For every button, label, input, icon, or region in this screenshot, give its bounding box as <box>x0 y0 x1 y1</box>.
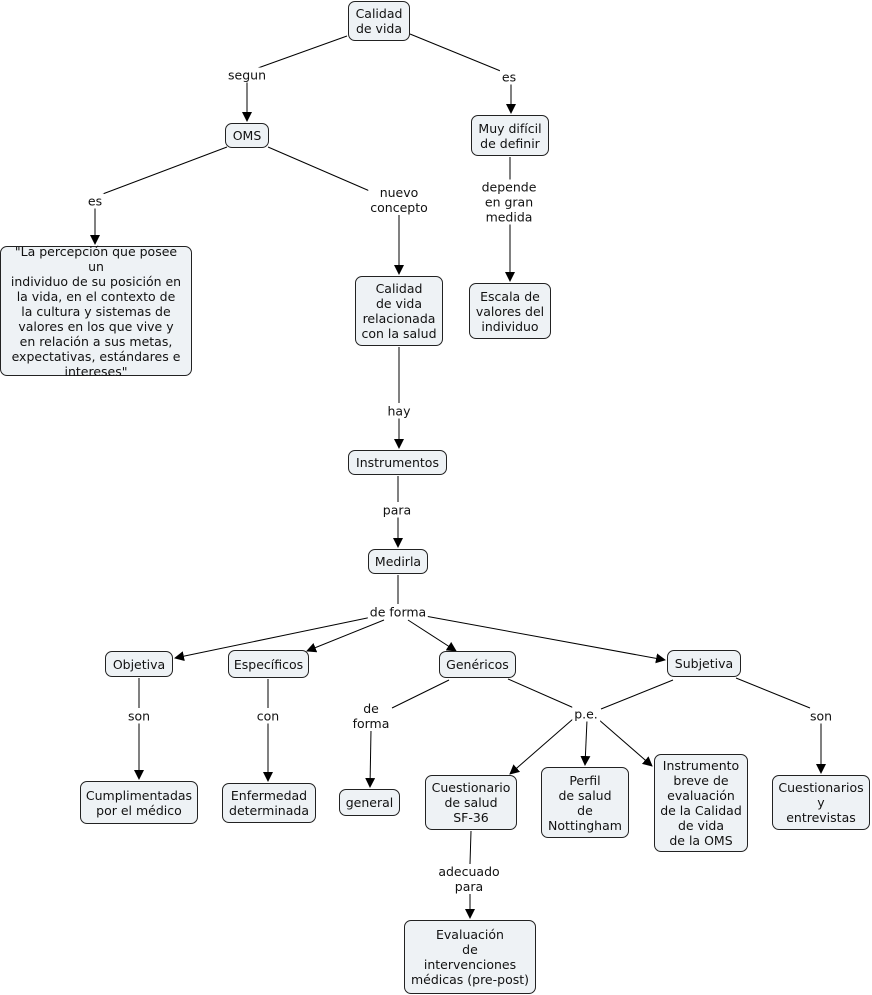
node-cuestionarios: Cuestionarios y entrevistas <box>772 775 870 830</box>
link-label-es-top: es <box>499 69 519 85</box>
node-calidad-salud: Calidad de vida relacionada con la salud <box>355 276 443 346</box>
node-genericos: Genéricos <box>439 651 516 678</box>
node-nottingham: Perfil de salud de Nottingham <box>541 767 629 838</box>
node-sf36: Cuestionario de salud SF-36 <box>425 775 517 830</box>
node-calidad-de-vida: Calidad de vida <box>348 1 410 41</box>
link-label-depende: depende en gran medida <box>479 179 539 225</box>
link-label-de-forma: de forma <box>367 604 429 620</box>
link-label-son-subjetiva: son <box>807 708 835 724</box>
node-muy-dificil: Muy difícil de definir <box>471 115 549 156</box>
connector-line <box>365 729 376 788</box>
link-label-pe: p.e. <box>572 706 600 722</box>
connector-line <box>507 678 575 709</box>
node-oms: OMS <box>225 123 269 148</box>
connector-line <box>306 619 385 653</box>
node-escala-valores: Escala de valores del individuo <box>469 283 551 339</box>
connector-line <box>580 719 591 766</box>
node-instrumentos: Instrumentos <box>348 450 447 475</box>
link-label-hay: hay <box>385 403 413 419</box>
node-cumplimentadas: Cumplimentadas por el médico <box>80 781 198 824</box>
connector-line <box>174 616 373 662</box>
link-label-de-forma-genericos: de forma <box>350 701 392 731</box>
node-general: general <box>339 789 400 816</box>
connector-line <box>409 33 504 73</box>
link-label-es-oms: es <box>85 193 105 209</box>
node-definicion-oms: "La percepción que posee un individuo de… <box>0 244 192 379</box>
connector-line <box>597 718 653 767</box>
node-medirla: Medirla <box>368 549 428 574</box>
connector-line <box>267 146 373 193</box>
node-instrumento-oms: Instrumento breve de evaluación de la Ca… <box>654 754 748 852</box>
connector-line <box>99 146 228 196</box>
connector-line <box>509 718 574 775</box>
connector-line <box>407 619 457 652</box>
link-label-son-objetiva: son <box>125 708 153 724</box>
connector-line <box>391 679 450 709</box>
link-label-para: para <box>380 502 414 518</box>
node-enfermedad: Enfermedad determinada <box>222 783 316 823</box>
link-label-nuevo-concepto: nuevo concepto <box>368 185 430 215</box>
connector-line <box>424 615 666 664</box>
connector-line <box>600 679 674 710</box>
link-label-adecuado-para: adecuado para <box>436 864 502 894</box>
node-objetiva: Objetiva <box>105 651 173 677</box>
connector-line <box>257 35 348 69</box>
connector-line <box>735 677 811 709</box>
node-evaluacion: Evaluación de intervenciones médicas (pr… <box>404 920 536 994</box>
link-label-segun: segun <box>226 67 268 83</box>
link-label-con: con <box>254 708 282 724</box>
node-especificos: Específicos <box>228 650 309 678</box>
connector-line <box>469 830 472 865</box>
node-subjetiva: Subjetiva <box>667 650 741 677</box>
